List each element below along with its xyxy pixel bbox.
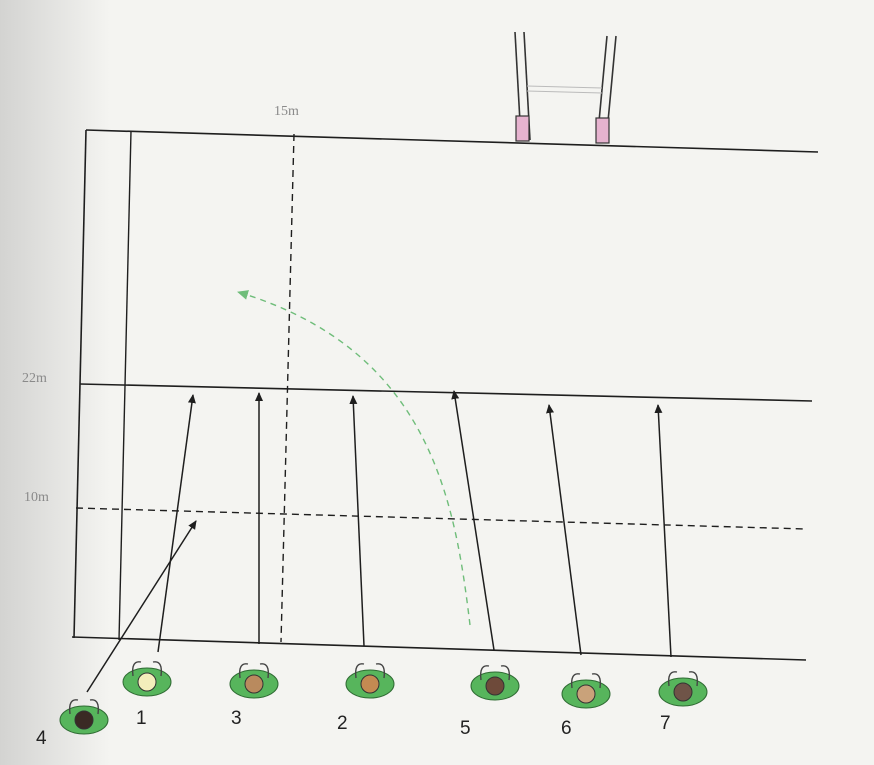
players: [59, 661, 708, 735]
player-number-3: 3: [231, 708, 242, 729]
goal-posts: [514, 31, 617, 144]
ten-metre-label: 10m: [24, 490, 49, 505]
player-7: [658, 671, 708, 707]
goal-line: [85, 129, 819, 153]
fifteen-metre-label: 15m: [274, 104, 299, 119]
run-arrow-5: [451, 390, 495, 651]
player-3: [229, 663, 279, 699]
player-1: [122, 661, 172, 697]
fifteen-metre-dashed-line: [280, 133, 295, 643]
run-arrow-7: [654, 404, 672, 658]
twenty-two-metre-line: [79, 383, 813, 402]
player-5: [470, 665, 520, 701]
player-number-7: 7: [660, 713, 671, 734]
bottom-line: [71, 636, 807, 661]
run-arrow-2: [349, 395, 365, 647]
player-number-2: 2: [337, 713, 348, 734]
player-number-1: 1: [136, 708, 147, 729]
player-4: [59, 699, 109, 735]
player-6: [561, 673, 611, 709]
player-number-6: 6: [561, 718, 572, 739]
run-arrow-1: [157, 394, 196, 653]
twenty-two-metre-label: 22m: [22, 371, 47, 386]
run-arrow-6: [546, 404, 582, 656]
ball-path-arrow: [237, 290, 471, 626]
ten-metre-dashed-line: [75, 507, 807, 530]
player-2: [345, 663, 395, 699]
player-number-5: 5: [460, 718, 471, 739]
run-arrow-4-a: [86, 520, 197, 693]
player-number-4: 4: [36, 728, 47, 749]
